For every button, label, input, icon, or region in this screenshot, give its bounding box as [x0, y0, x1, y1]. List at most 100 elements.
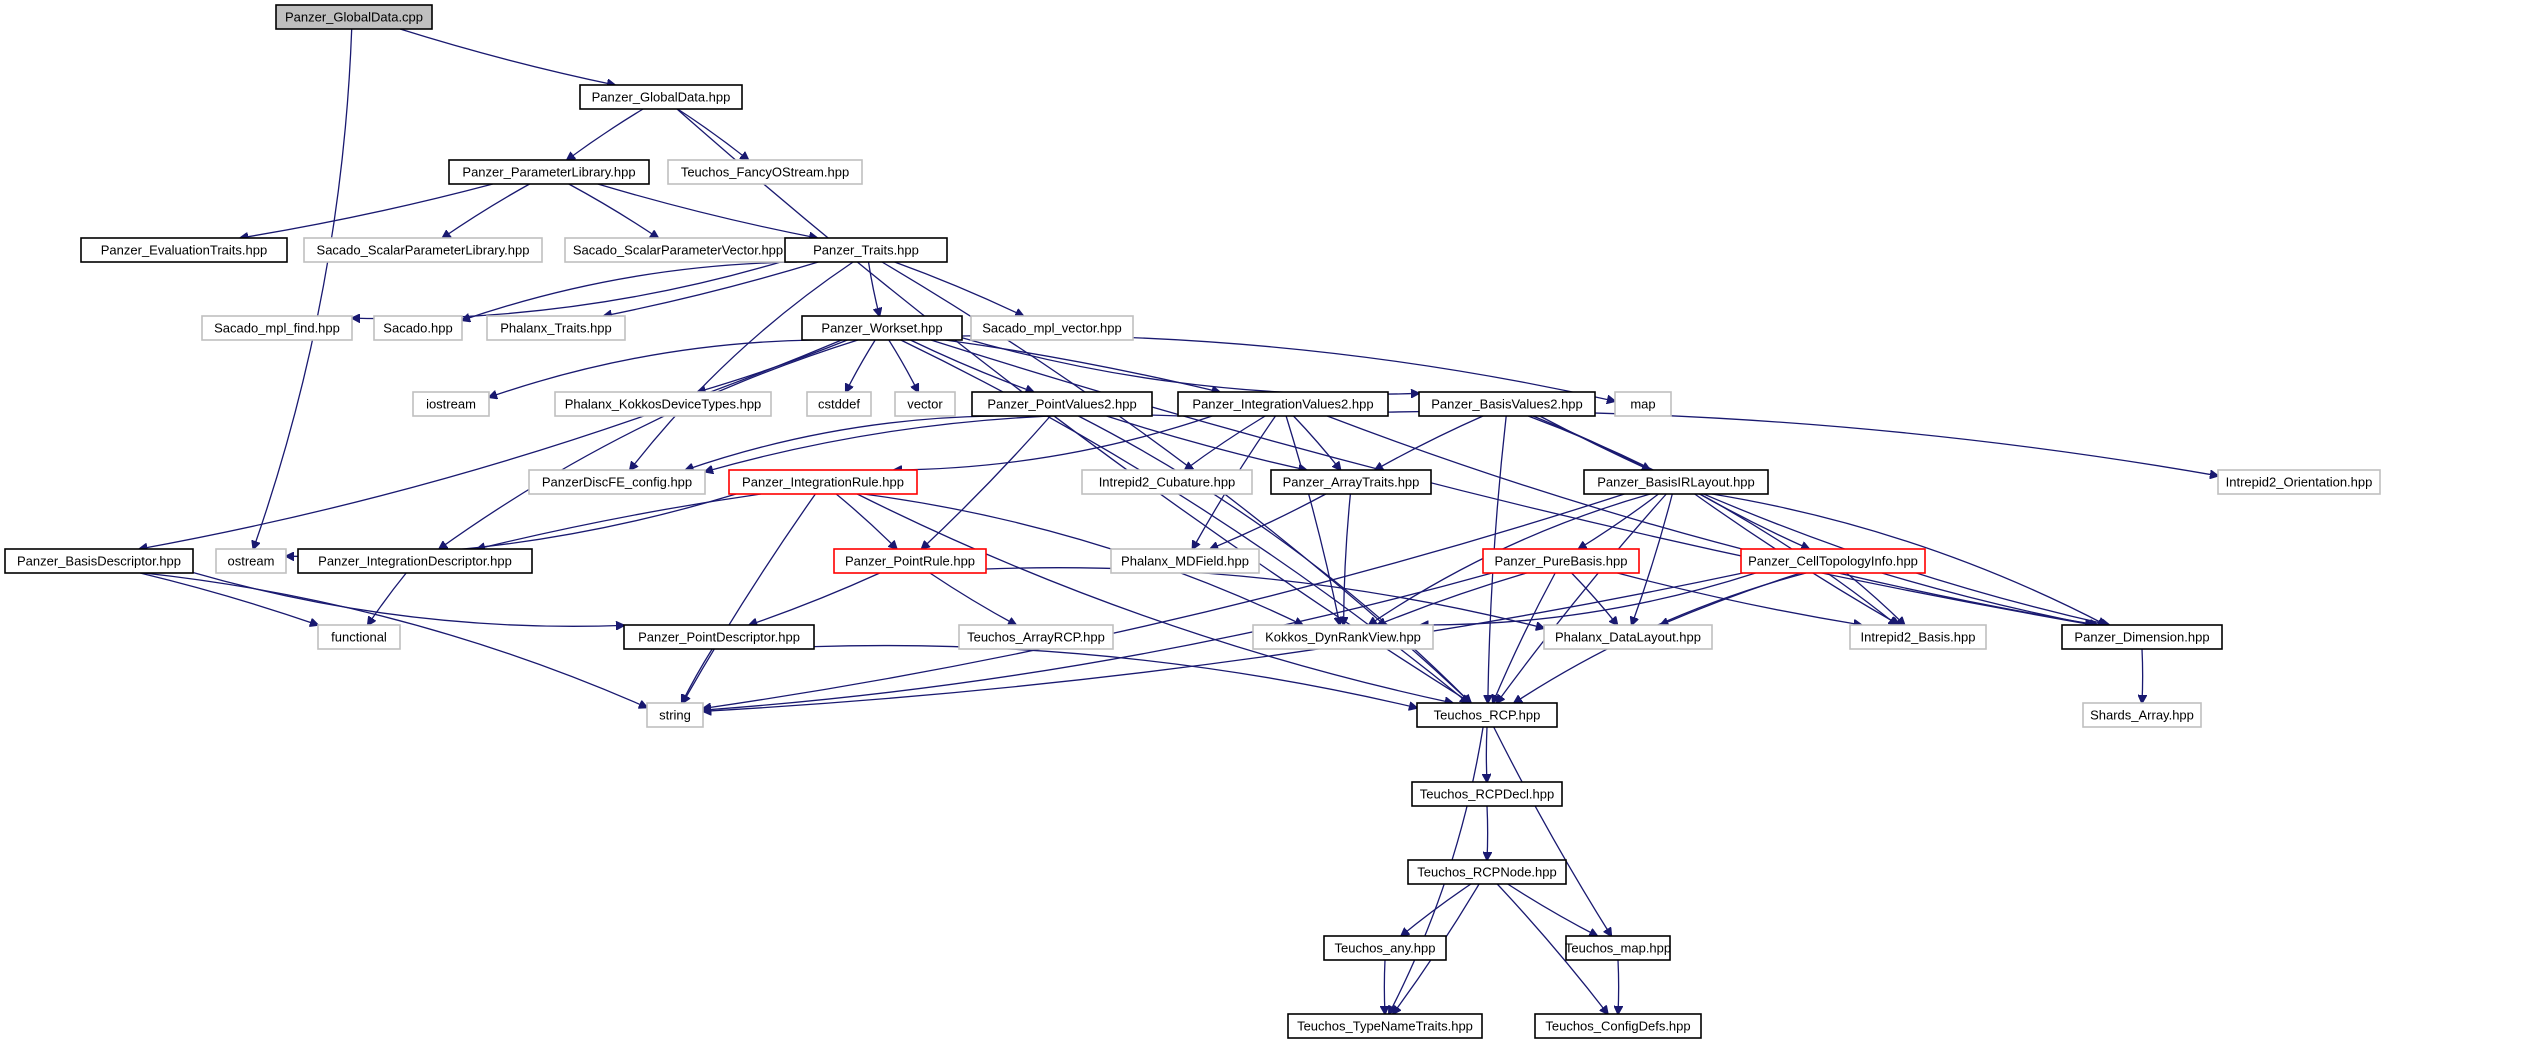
edge-rcpdecl-to-rcpnode — [1487, 805, 1488, 860]
edge-celltopo-to-dimension — [1881, 572, 2093, 625]
node-label: Phalanx_MDField.hpp — [1121, 553, 1249, 568]
node-arrayrcp: Teuchos_ArrayRCP.hpp — [958, 624, 1114, 650]
node-box — [528, 469, 706, 495]
node-intrule[interactable]: Panzer_IntegrationRule.hpp — [728, 469, 918, 495]
node-basisdesc[interactable]: Panzer_BasisDescriptor.hpp — [4, 548, 194, 574]
node-ostream: ostream — [215, 548, 287, 574]
node-label: Teuchos_RCPDecl.hpp — [1420, 786, 1554, 801]
edge-basisdesc-to-functional — [139, 572, 318, 625]
node-box — [728, 469, 918, 495]
node-workset[interactable]: Panzer_Workset.hpp — [801, 315, 963, 341]
node-box — [1740, 548, 1926, 574]
edge-pv2-to-pointrule — [922, 415, 1051, 549]
edge-pointrule-to-pointdesc — [749, 572, 881, 625]
node-box — [2082, 702, 2202, 728]
node-rcpnode[interactable]: Teuchos_RCPNode.hpp — [1407, 859, 1567, 885]
edge-workset-to-kokkosdev — [698, 339, 848, 392]
node-box — [1270, 469, 1432, 495]
edge-rcpnode-to-any — [1401, 883, 1472, 936]
node-iv2[interactable]: Panzer_IntegrationValues2.hpp — [1177, 391, 1389, 417]
node-label: Panzer_CellTopologyInfo.hpp — [1748, 553, 1918, 568]
edge-paramlib-to-sspv — [568, 183, 658, 238]
node-label: Phalanx_KokkosDeviceTypes.hpp — [565, 396, 762, 411]
edge-traits-to-phtraits — [604, 261, 819, 316]
node-pv2[interactable]: Panzer_PointValues2.hpp — [971, 391, 1153, 417]
node-box — [215, 548, 287, 574]
edge-traits-to-workset — [867, 261, 880, 316]
node-shards: Shards_Array.hpp — [2082, 702, 2202, 728]
node-rcpdecl[interactable]: Teuchos_RCPDecl.hpp — [1411, 781, 1563, 807]
node-typename[interactable]: Teuchos_TypeNameTraits.hpp — [1287, 1013, 1483, 1039]
node-box — [80, 237, 288, 263]
node-label: Panzer_ArrayTraits.hpp — [1283, 474, 1420, 489]
edge-celltopo-to-i2basis — [1845, 572, 1904, 625]
node-mdfield: Phalanx_MDField.hpp — [1110, 548, 1260, 574]
node-label: Intrepid2_Cubature.hpp — [1099, 474, 1236, 489]
node-sacado: Sacado.hpp — [373, 315, 463, 341]
node-box — [667, 159, 863, 185]
edge-traits-to-sacado — [462, 261, 798, 320]
node-pointrule[interactable]: Panzer_PointRule.hpp — [833, 548, 987, 574]
edge-celltopo-to-datalayout — [1660, 572, 1801, 625]
node-evaltraits[interactable]: Panzer_EvaluationTraits.hpp — [80, 237, 288, 263]
node-gd[interactable]: Panzer_GlobalData.hpp — [579, 84, 743, 110]
node-configdefs[interactable]: Teuchos_ConfigDefs.hpp — [1534, 1013, 1702, 1039]
node-label: Panzer_Traits.hpp — [813, 242, 919, 257]
node-box — [1543, 624, 1713, 650]
edge-any-to-typename — [1384, 959, 1385, 1014]
node-label: Teuchos_ConfigDefs.hpp — [1545, 1018, 1690, 1033]
node-any[interactable]: Teuchos_any.hpp — [1323, 935, 1447, 961]
edge-purebasis-to-string — [703, 572, 1493, 710]
edge-basisdesc-to-pointdesc — [192, 571, 624, 627]
node-label: Panzer_Workset.hpp — [821, 320, 942, 335]
node-label: map — [1630, 396, 1655, 411]
node-orient: Intrepid2_Orientation.hpp — [2217, 469, 2381, 495]
node-box — [1583, 469, 1769, 495]
node-label: Sacado_mpl_find.hpp — [214, 320, 340, 335]
node-label: cstddef — [818, 396, 860, 411]
edge-bv2-to-arraytraits — [1375, 415, 1484, 470]
edge-iv2-to-orient — [1387, 410, 2218, 476]
node-rcp[interactable]: Teuchos_RCP.hpp — [1416, 702, 1558, 728]
node-traits[interactable]: Panzer_Traits.hpp — [784, 237, 948, 263]
node-box — [554, 391, 772, 417]
node-box — [275, 4, 433, 30]
edge-pv2-to-arraytraits — [1106, 415, 1307, 470]
node-birlayout[interactable]: Panzer_BasisIRLayout.hpp — [1583, 469, 1769, 495]
node-box — [579, 84, 743, 110]
node-box — [297, 548, 533, 574]
edge-paramlib-to-traits — [597, 183, 817, 238]
edge-arraytraits-to-mdfield — [1210, 493, 1327, 549]
node-dimension[interactable]: Panzer_Dimension.hpp — [2061, 624, 2223, 650]
edge-intdesc-to-functional — [368, 572, 407, 625]
node-purebasis[interactable]: Panzer_PureBasis.hpp — [1482, 548, 1640, 574]
node-label: functional — [331, 629, 387, 644]
node-kokkosdev: Phalanx_KokkosDeviceTypes.hpp — [554, 391, 772, 417]
node-label: Teuchos_TypeNameTraits.hpp — [1297, 1018, 1473, 1033]
edge-workset-to-cstddef — [846, 339, 876, 392]
node-label: Kokkos_DynRankView.hpp — [1265, 629, 1421, 644]
node-box — [1110, 548, 1260, 574]
node-vector: vector — [894, 391, 956, 417]
node-arraytraits[interactable]: Panzer_ArrayTraits.hpp — [1270, 469, 1432, 495]
edge-birlayout-to-string — [703, 493, 1625, 709]
node-box — [1416, 702, 1558, 728]
edge-rcp-to-tmap — [1493, 726, 1612, 936]
node-box — [1482, 548, 1640, 574]
edge-basisdesc-to-string — [143, 572, 647, 708]
node-bv2[interactable]: Panzer_BasisValues2.hpp — [1418, 391, 1596, 417]
node-pointdesc[interactable]: Panzer_PointDescriptor.hpp — [623, 624, 815, 650]
node-root[interactable]: Panzer_GlobalData.cpp — [275, 4, 433, 30]
edge-pointdesc-to-string — [682, 648, 713, 703]
edge-workset-to-pv2 — [910, 339, 1033, 392]
node-intdesc[interactable]: Panzer_IntegrationDescriptor.hpp — [297, 548, 533, 574]
edge-workset-to-bv2 — [961, 337, 1419, 395]
node-celltopo[interactable]: Panzer_CellTopologyInfo.hpp — [1740, 548, 1926, 574]
node-label: Panzer_PointDescriptor.hpp — [638, 629, 800, 644]
edge-workset-to-basisdesc — [139, 339, 842, 549]
node-sspv: Sacado_ScalarParameterVector.hpp — [564, 237, 792, 263]
node-label: Teuchos_FancyOStream.hpp — [681, 164, 849, 179]
node-tmap[interactable]: Teuchos_map.hpp — [1565, 935, 1671, 961]
node-paramlib[interactable]: Panzer_ParameterLibrary.hpp — [448, 159, 650, 185]
node-box — [201, 315, 353, 341]
